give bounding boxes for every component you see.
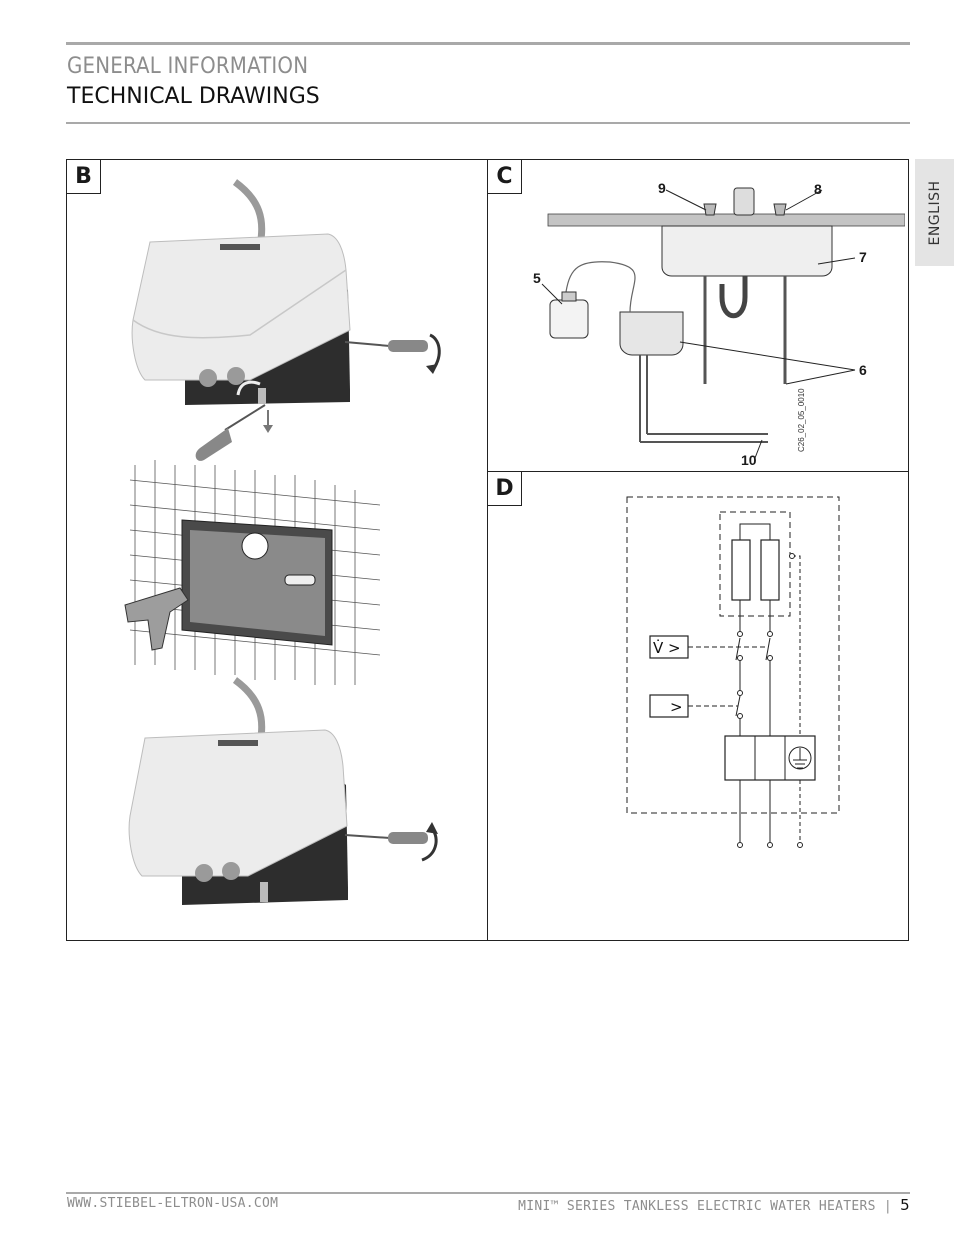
footer-website-link[interactable]: WWW.STIEBEL-ELTRON-USA.COM [67,1196,279,1211]
heater-bottom-figure [128,677,438,905]
section-label: GENERAL INFORMATION [67,54,309,79]
header-bottom-rule [66,122,910,124]
panel-d-letter: D [488,472,522,506]
callout-7: 7 [859,249,867,265]
header-top-rule [66,42,910,45]
panel-d-wiring-diagram: V̇ > > [626,496,840,848]
panel-divider-horizontal [487,471,909,472]
callout-10: 10 [741,452,757,468]
panel-c-letter: C [488,160,522,194]
flow-sensor-symbol: V̇ > [653,638,681,657]
footer-product: MINI™ SERIES TANKLESS ELECTRIC WATER HEA… [518,1196,910,1214]
temperature-limiter-symbol: > [670,698,683,716]
callout-8: 8 [814,181,822,197]
footer-rule [66,1192,910,1194]
figure-code: C26_02_05_0010 [797,388,806,452]
callout-5: 5 [533,270,541,286]
callout-9: 9 [658,180,666,196]
page-title: TECHNICAL DRAWINGS [67,84,320,109]
callout-6: 6 [859,362,867,378]
wall-plate-figure [129,460,381,685]
heater-top-figure [131,179,441,461]
footer-product-name: MINI™ SERIES TANKLESS ELECTRIC WATER HEA… [518,1199,876,1214]
panel-c-installation-diagram [541,187,905,459]
language-tab[interactable]: ENGLISH [915,159,954,266]
panel-b-illustration [124,179,441,905]
panel-divider-vertical [487,159,488,941]
language-tab-label: ENGLISH [926,179,943,246]
page-number: 5 [900,1196,910,1214]
footer-separator: | [883,1199,893,1214]
panel-b-letter: B [67,160,101,194]
